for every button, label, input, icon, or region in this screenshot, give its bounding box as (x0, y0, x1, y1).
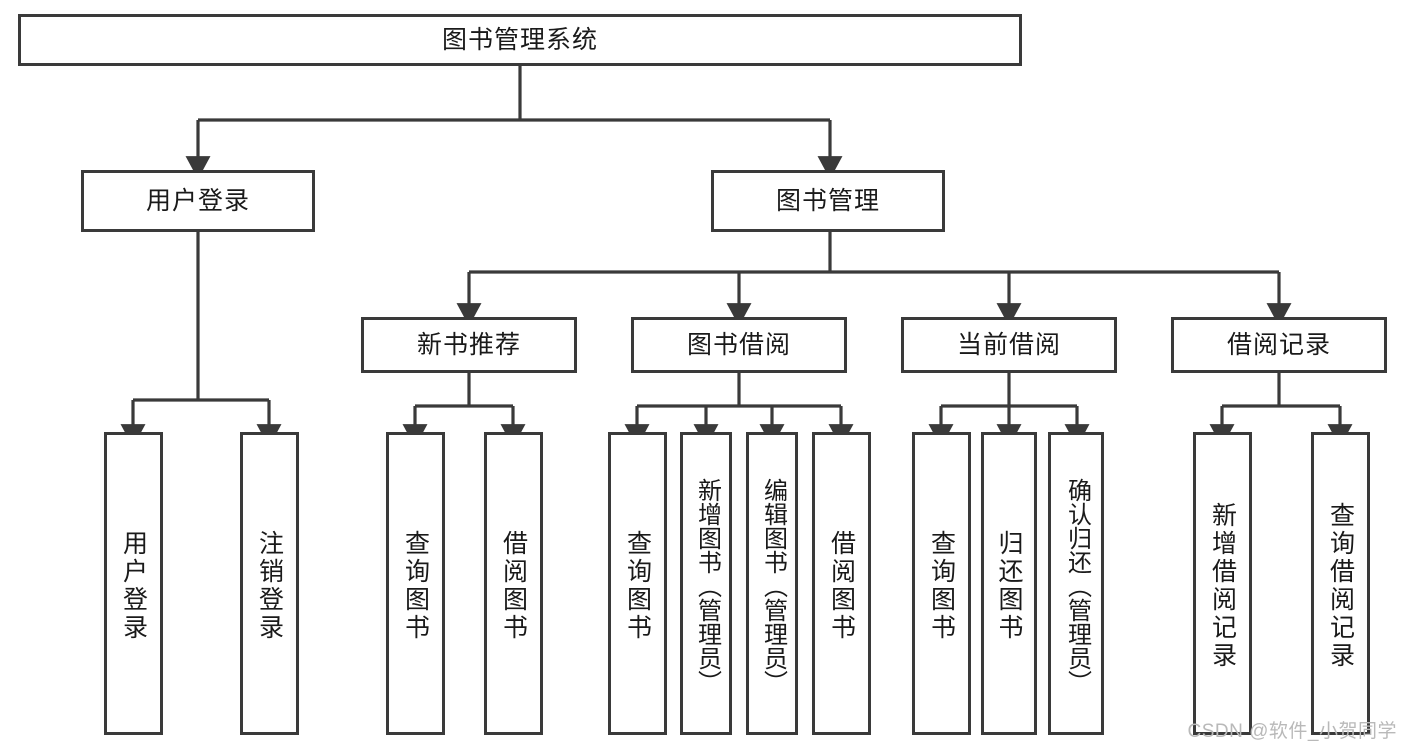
leaf-edit-book-admin[interactable]: 编辑图书（管理员） (746, 432, 798, 735)
node-label: 注销登录 (255, 529, 284, 642)
node-label: 用户登录 (119, 529, 148, 642)
node-label: 确认归还（管理员） (1063, 477, 1091, 694)
node-label: 归还图书 (995, 529, 1023, 642)
node-label: 借阅图书 (499, 529, 528, 642)
leaf-query-book-current[interactable]: 查询图书 (912, 432, 971, 735)
node-label: 新增借阅记录 (1208, 501, 1237, 670)
leaf-borrow-book[interactable]: 借阅图书 (812, 432, 871, 735)
node-label: 新书推荐 (416, 331, 521, 359)
node-label: 新增图书（管理员） (693, 477, 721, 694)
node-label: 借阅记录 (1226, 331, 1331, 359)
node-label: 图书借阅 (686, 331, 791, 359)
node-borrow-record[interactable]: 借阅记录 (1171, 317, 1387, 373)
node-label: 图书管理 (775, 187, 880, 215)
leaf-user-login[interactable]: 用户登录 (104, 432, 163, 735)
leaf-confirm-return-admin[interactable]: 确认归还（管理员） (1048, 432, 1104, 735)
node-label: 用户登录 (145, 187, 250, 215)
node-label: 查询图书 (623, 529, 652, 642)
leaf-add-borrow-record[interactable]: 新增借阅记录 (1193, 432, 1252, 735)
node-label: 查询图书 (401, 529, 430, 642)
node-label: 借阅图书 (827, 529, 856, 642)
node-root-book-management-system[interactable]: 图书管理系统 (18, 14, 1022, 66)
node-label: 图书管理系统 (441, 26, 598, 54)
node-label: 查询借阅记录 (1326, 501, 1355, 670)
node-book-management[interactable]: 图书管理 (711, 170, 945, 232)
watermark-credit: CSDN @软件_小贺同学 (1187, 721, 1397, 742)
node-label: 编辑图书（管理员） (759, 477, 787, 694)
leaf-query-borrow-record[interactable]: 查询借阅记录 (1311, 432, 1370, 735)
leaf-borrow-book-recommend[interactable]: 借阅图书 (484, 432, 543, 735)
leaf-add-book-admin[interactable]: 新增图书（管理员） (680, 432, 732, 735)
node-new-book-recommend[interactable]: 新书推荐 (361, 317, 577, 373)
node-label: 查询图书 (927, 529, 956, 642)
leaf-return-book[interactable]: 归还图书 (981, 432, 1037, 735)
node-label: 当前借阅 (956, 331, 1061, 359)
node-user-login[interactable]: 用户登录 (81, 170, 315, 232)
node-book-borrow[interactable]: 图书借阅 (631, 317, 847, 373)
leaf-logout[interactable]: 注销登录 (240, 432, 299, 735)
node-current-borrow[interactable]: 当前借阅 (901, 317, 1117, 373)
leaf-query-book-recommend[interactable]: 查询图书 (386, 432, 445, 735)
leaf-query-book-borrow[interactable]: 查询图书 (608, 432, 667, 735)
